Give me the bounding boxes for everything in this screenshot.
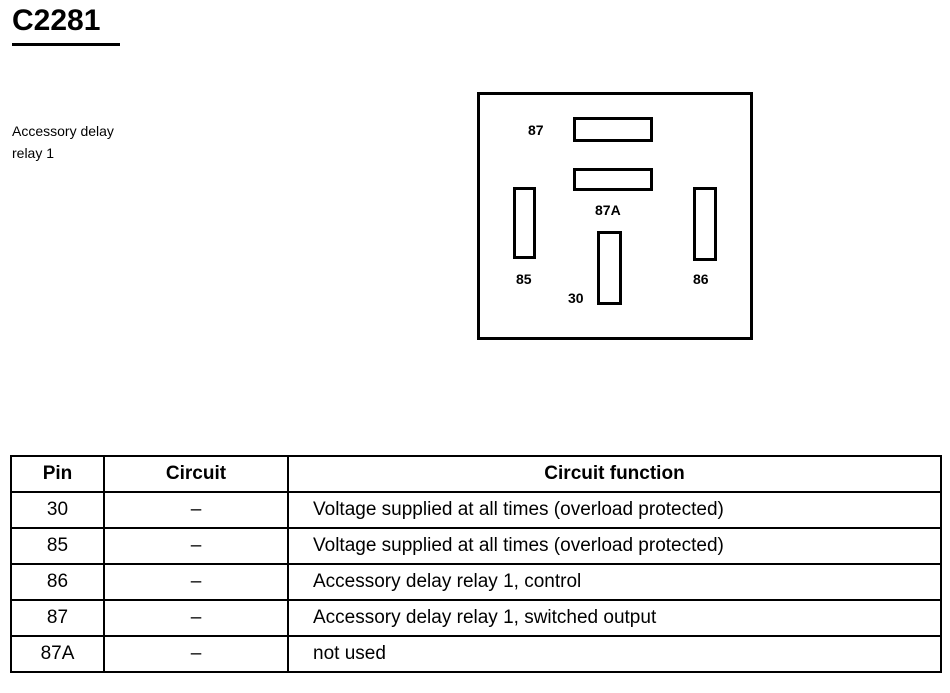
cell-pin: 30 <box>10 491 105 529</box>
header-circuit-function: Circuit function <box>287 455 942 493</box>
cell-circuit: – <box>103 563 289 601</box>
header-pin: Pin <box>10 455 105 493</box>
cell-circuit: – <box>103 491 289 529</box>
cell-pin: 87A <box>10 635 105 673</box>
pin-label-30: 30 <box>568 290 584 306</box>
cell-pin: 86 <box>10 563 105 601</box>
header-circuit: Circuit <box>103 455 289 493</box>
table-row: 85 – Voltage supplied at all times (over… <box>10 527 942 565</box>
pin-label-85: 85 <box>516 271 532 287</box>
cell-circuit-function: Voltage supplied at all times (overload … <box>287 491 942 529</box>
cell-circuit-function: Accessory delay relay 1, switched output <box>287 599 942 637</box>
pin-label-86: 86 <box>693 271 709 287</box>
connector-face-diagram: 87 87A 85 86 30 <box>477 92 753 340</box>
table-header-row: Pin Circuit Circuit function <box>10 455 942 493</box>
table-row: 30 – Voltage supplied at all times (over… <box>10 491 942 529</box>
table-row: 87A – not used <box>10 635 942 673</box>
cell-circuit: – <box>103 599 289 637</box>
cell-circuit-function: not used <box>287 635 942 673</box>
component-label: Accessory delay relay 1 <box>12 120 192 164</box>
cell-pin: 85 <box>10 527 105 565</box>
cell-circuit-function: Accessory delay relay 1, control <box>287 563 942 601</box>
pin-slot-86 <box>693 187 717 261</box>
cell-circuit: – <box>103 635 289 673</box>
pin-label-87a: 87A <box>595 202 621 218</box>
table-row: 86 – Accessory delay relay 1, control <box>10 563 942 601</box>
cell-pin: 87 <box>10 599 105 637</box>
pin-label-87: 87 <box>528 122 544 138</box>
title-underline <box>12 43 120 46</box>
component-label-line1: Accessory delay <box>12 123 114 139</box>
cell-circuit-function: Voltage supplied at all times (overload … <box>287 527 942 565</box>
cell-circuit: – <box>103 527 289 565</box>
connector-title: C2281 <box>12 4 101 37</box>
pin-slot-85 <box>513 187 536 259</box>
table-row: 87 – Accessory delay relay 1, switched o… <box>10 599 942 637</box>
pin-slot-30 <box>597 231 622 305</box>
pin-slot-87 <box>573 117 653 142</box>
component-label-line2: relay 1 <box>12 145 55 161</box>
pin-slot-87a <box>573 168 653 191</box>
pin-function-table: Pin Circuit Circuit function 30 – Voltag… <box>10 455 942 673</box>
